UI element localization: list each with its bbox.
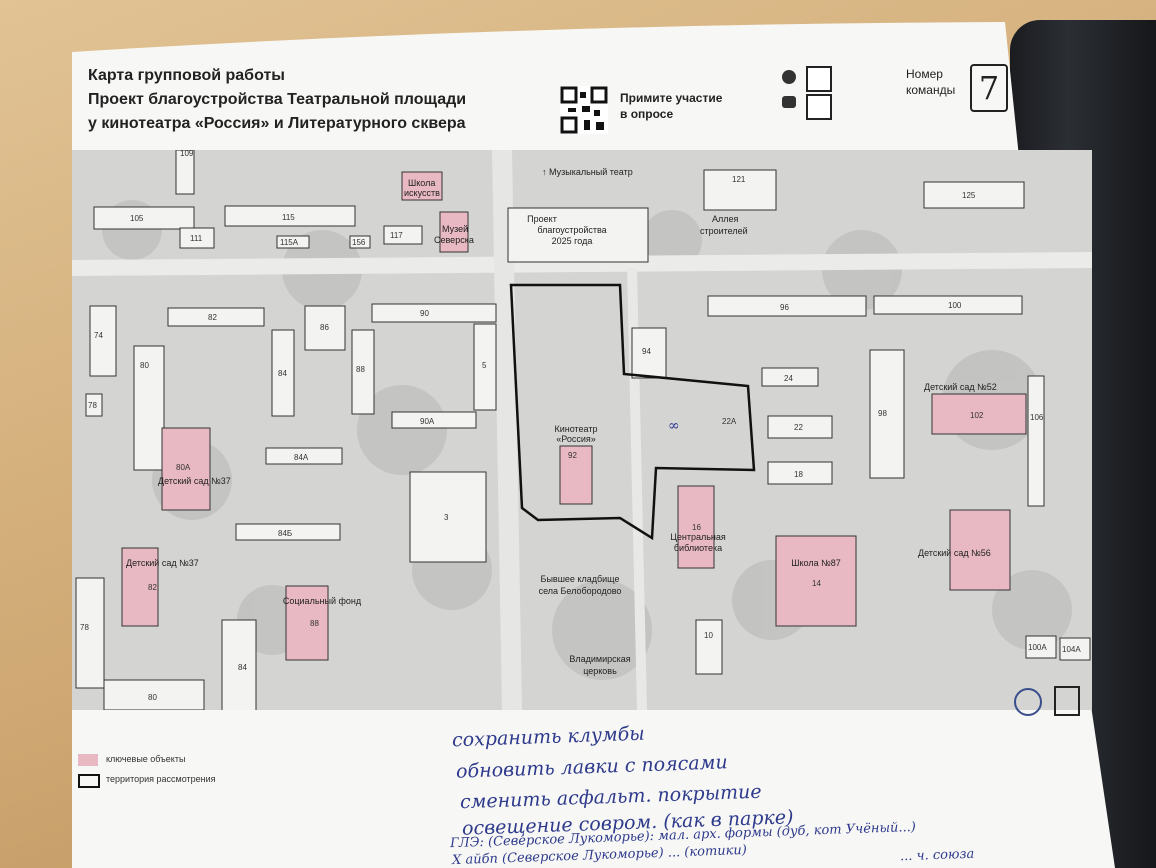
- vk-icon[interactable]: [782, 96, 796, 108]
- bldg-88: 88: [356, 365, 365, 374]
- label-cemetery-1: Бывшее кладбище: [541, 574, 620, 584]
- bldg-24: 24: [784, 374, 793, 383]
- bldg-84b: 84Б: [278, 529, 292, 538]
- label-alley-2: строителей: [700, 226, 748, 236]
- label-cinema-1: Кинотеатр: [554, 424, 597, 434]
- bldg-115a: 115А: [280, 238, 299, 247]
- bldg-100: 100: [948, 301, 962, 310]
- qr-code-survey[interactable]: [560, 86, 608, 134]
- infinity-mark: ∞: [668, 418, 680, 434]
- title-line-2: Проект благоустройства Театральной площа…: [88, 91, 467, 108]
- title-line-3: у кинотеатра «Россия» и Литературного ск…: [88, 115, 466, 132]
- bldg-22: 22: [794, 423, 803, 432]
- bldg-80b: 80: [148, 693, 157, 702]
- label-project-3: 2025 года: [552, 236, 593, 246]
- bldg-78b: 78: [80, 623, 89, 632]
- label-art-school-1: Школа: [408, 178, 435, 188]
- label-alley-1: Аллея: [712, 214, 739, 224]
- label-cemetery-2: села Белобородово: [539, 586, 622, 596]
- legend-key-swatch: [78, 754, 98, 766]
- bldg-22a: 22А: [722, 417, 737, 426]
- bldg-96: 96: [780, 303, 789, 312]
- bldg-102: 102: [970, 411, 984, 420]
- bldg-105: 105: [130, 214, 144, 223]
- label-library-1: Центральная: [670, 532, 726, 542]
- bldg-109: 109: [180, 150, 194, 158]
- bldg-104a: 104А: [1062, 645, 1081, 654]
- telegram-icon[interactable]: [782, 70, 796, 84]
- qr-code-telegram[interactable]: [806, 66, 832, 92]
- label-project-1: Проект: [527, 214, 557, 224]
- label-art-school-2: искусств: [404, 188, 440, 198]
- bldg-80: 80: [140, 361, 149, 370]
- survey-line-1: Примите участие: [620, 91, 723, 105]
- title-line-1: Карта групповой работы: [88, 67, 285, 84]
- bldg-94: 94: [642, 347, 651, 356]
- label-school-87: Школа №87: [791, 558, 841, 568]
- bldg-92: 92: [568, 451, 577, 460]
- label-museum-1: Музей: [442, 224, 468, 234]
- legend-territory-label: территория рассмотрения: [106, 774, 216, 784]
- bldg-82b: 82: [148, 583, 157, 592]
- bldg-82: 82: [208, 313, 217, 322]
- bldg-115: 115: [282, 213, 295, 222]
- bldg-111: 111: [190, 234, 203, 243]
- bldg-74: 74: [94, 331, 103, 340]
- brand-logo: [1054, 686, 1080, 716]
- bldg-84a: 84А: [294, 453, 309, 462]
- bldg-117: 117: [390, 231, 403, 240]
- bldg-98: 98: [878, 409, 887, 418]
- bldg-3: 3: [444, 513, 449, 522]
- bldg-90: 90: [420, 309, 429, 318]
- bldg-90a: 90А: [420, 417, 435, 426]
- label-church-2: церковь: [583, 666, 617, 676]
- bldg-88b: 88: [310, 619, 319, 628]
- bldg-84: 84: [278, 369, 287, 378]
- bldg-84c: 84: [238, 663, 247, 672]
- seal-logo: [1014, 688, 1042, 716]
- label-kindergarten-37b: Детский сад №37: [126, 558, 199, 568]
- bldg-14: 14: [812, 579, 821, 588]
- label-library-2: библиотека: [674, 543, 722, 553]
- qr-code-vk[interactable]: [806, 94, 832, 120]
- bldg-125: 125: [962, 191, 976, 200]
- label-museum-2: Северска: [434, 235, 474, 245]
- site-map: ↑ Музыкальный театр Проект благоустройст…: [72, 150, 1092, 710]
- team-number-box[interactable]: 7: [970, 64, 1008, 112]
- label-kindergarten-56: Детский сад №56: [918, 548, 991, 558]
- label-music-theatre: ↑ Музыкальный театр: [542, 167, 633, 177]
- label-project-2: благоустройства: [537, 225, 606, 235]
- label-social-fund: Социальный фонд: [283, 596, 362, 606]
- bldg-121: 121: [732, 175, 746, 184]
- legend-territory-swatch: [78, 774, 100, 788]
- handwritten-note-7: ... ч. союза: [899, 846, 975, 865]
- bldg-156: 156: [352, 238, 366, 247]
- bldg-18: 18: [794, 470, 803, 479]
- survey-line-2: в опросе: [620, 107, 674, 121]
- label-cinema-2: «Россия»: [556, 434, 596, 444]
- bldg-100a: 100А: [1028, 643, 1047, 652]
- label-kindergarten-52: Детский сад №52: [924, 382, 997, 392]
- label-kindergarten-37a: Детский сад №37: [158, 476, 231, 486]
- bldg-80a: 80А: [176, 463, 191, 472]
- bldg-86: 86: [320, 323, 329, 332]
- team-label-2: команды: [906, 83, 956, 97]
- bldg-10: 10: [704, 631, 713, 640]
- bldg-5: 5: [482, 361, 487, 370]
- label-church-1: Владимирская: [569, 654, 630, 664]
- bldg-106: 106: [1030, 413, 1044, 422]
- bldg-78: 78: [88, 401, 97, 410]
- team-label-1: Номер: [906, 67, 943, 81]
- legend-key-label: ключевые объекты: [106, 754, 186, 764]
- bldg-16: 16: [692, 523, 701, 532]
